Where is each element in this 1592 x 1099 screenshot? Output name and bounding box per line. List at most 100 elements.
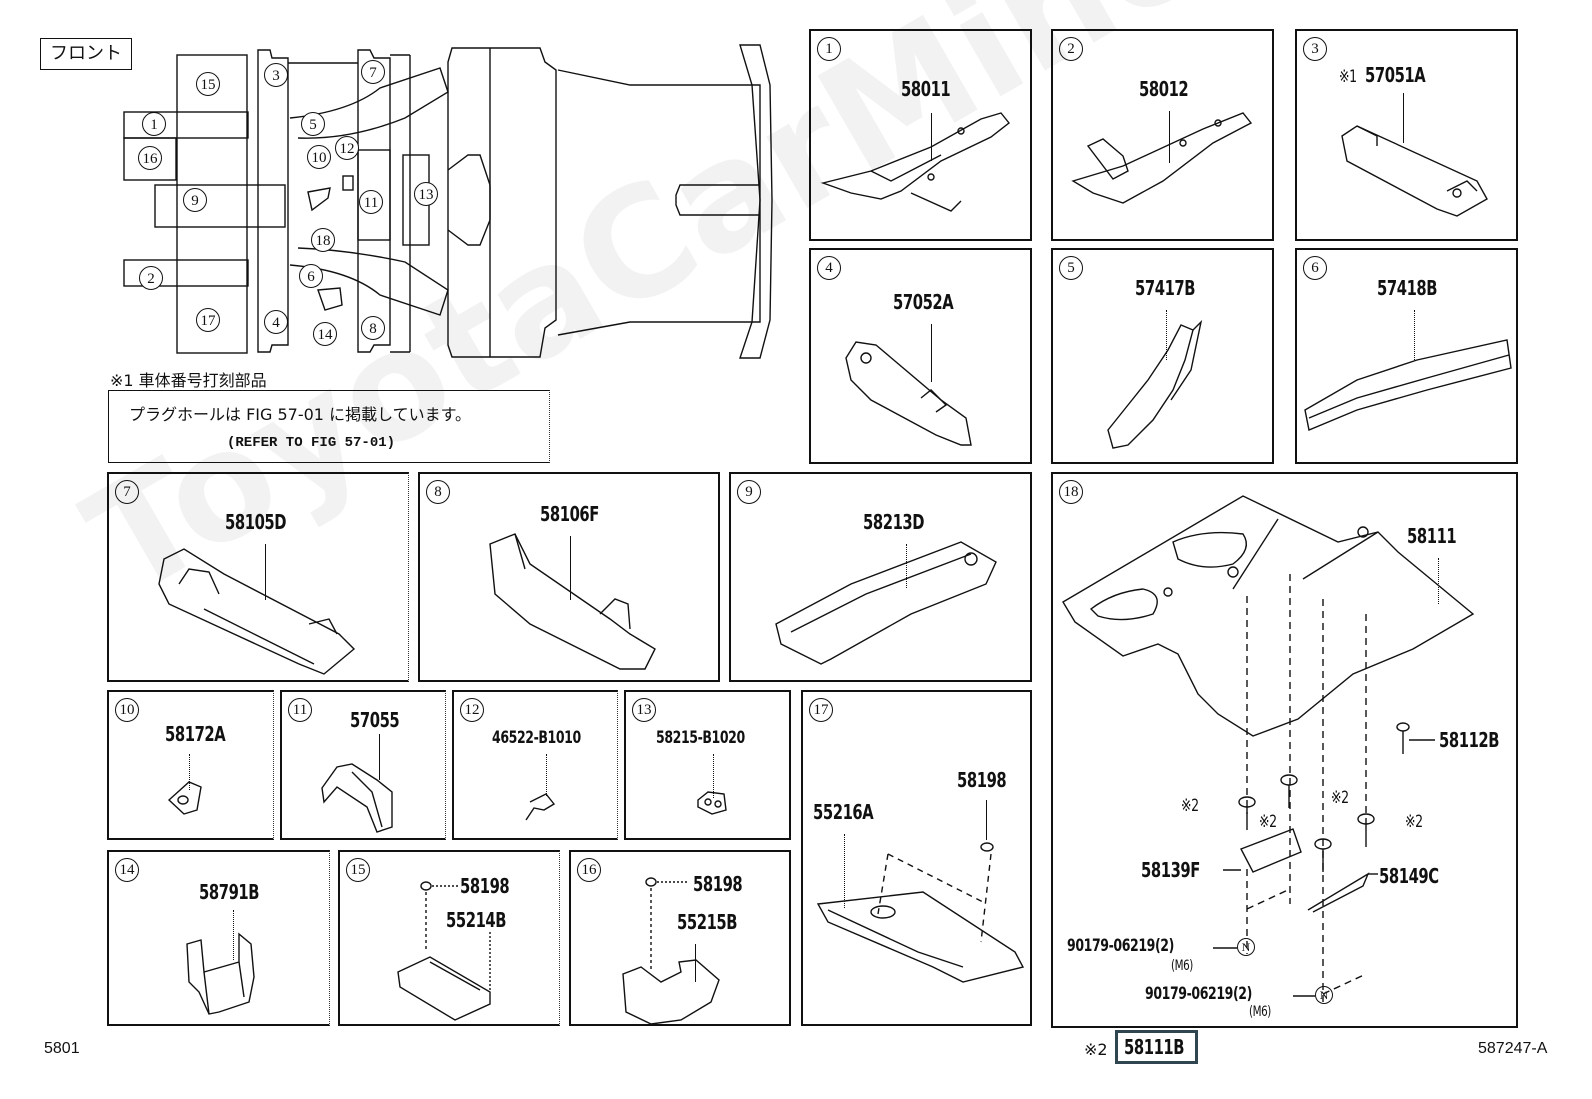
part-number-58791B[interactable]: 58791B <box>199 880 260 904</box>
leader-line <box>570 536 571 600</box>
panel-3[interactable]: 3 ※1 57051A <box>1295 29 1518 241</box>
leader-line <box>906 544 907 588</box>
panel-15[interactable]: 15 58198 55214B <box>338 850 560 1026</box>
panel-18[interactable]: 18 58111 58112B 58139F 58149C 90179-0621… <box>1051 472 1518 1028</box>
panel-ref-number: 2 <box>1059 37 1083 61</box>
part-number-58106F[interactable]: 58106F <box>540 502 599 526</box>
panel-1[interactable]: 1 58011 <box>809 29 1032 241</box>
plug-hole-note: プラグホールは FIG 57-01 に掲載しています。 (REFER TO FI… <box>108 390 550 463</box>
part-number-58172A[interactable]: 58172A <box>165 722 226 746</box>
front-label: フロント <box>40 38 132 70</box>
callout-7: 7 <box>361 60 385 84</box>
size-note-m6-b: (M6) <box>1249 1004 1271 1020</box>
part-number-58198[interactable]: 58198 <box>460 874 510 898</box>
page-code: 5801 <box>44 1040 80 1057</box>
part-number-57417B[interactable]: 57417B <box>1135 276 1196 300</box>
part-number-55215B[interactable]: 55215B <box>677 910 738 934</box>
panel-ref-number: 7 <box>115 480 139 504</box>
panel-ref-number: 3 <box>1303 37 1327 61</box>
leader-line <box>1166 310 1167 360</box>
part-number-57052A[interactable]: 57052A <box>893 290 954 314</box>
part-illustration-57418B <box>1304 339 1512 431</box>
plug-hole-note-jp: プラグホールは FIG 57-01 に掲載しています。 <box>129 405 471 424</box>
leader-line <box>233 910 234 960</box>
panel-ref-number: 6 <box>1303 256 1327 280</box>
part-illustration-57417B <box>1107 319 1203 449</box>
panel-17[interactable]: 17 58198 55216A <box>801 690 1032 1026</box>
callout-14: 14 <box>313 322 337 346</box>
panel-13[interactable]: 13 58215-B1020 <box>624 690 791 840</box>
callout-2: 2 <box>139 266 163 290</box>
part-number-55216A[interactable]: 55216A <box>813 800 874 824</box>
leader-line <box>189 754 190 790</box>
selected-part-highlight[interactable]: 58111B <box>1115 1030 1198 1064</box>
nut-symbol-a: N <box>1237 938 1255 956</box>
panel-ref-number: 4 <box>817 256 841 280</box>
panel-16[interactable]: 16 58198 55215B <box>569 850 791 1026</box>
panel-ref-number: 9 <box>737 480 761 504</box>
panel-6[interactable]: 6 57418B <box>1295 248 1518 464</box>
part-illustration-58111 <box>1062 495 1475 1004</box>
panel-ref-number: 18 <box>1059 480 1083 504</box>
panel-ref-number: 8 <box>426 480 450 504</box>
leader-line <box>695 944 696 982</box>
part-number-58139F[interactable]: 58139F <box>1141 858 1200 882</box>
callout-4: 4 <box>264 310 288 334</box>
panel-2[interactable]: 2 58012 <box>1051 29 1274 241</box>
callout-15: 15 <box>196 72 220 96</box>
part-number-57418B[interactable]: 57418B <box>1377 276 1438 300</box>
part-number-58198[interactable]: 58198 <box>957 768 1007 792</box>
part-illustration-57055 <box>321 763 393 833</box>
panel-10[interactable]: 10 58172A <box>107 690 274 840</box>
part-number-58198[interactable]: 58198 <box>693 872 743 896</box>
leader-line <box>713 754 714 798</box>
part-number-57051A[interactable]: 57051A <box>1365 63 1426 87</box>
leader-line <box>931 324 932 382</box>
part-illustration-55216A <box>816 842 1025 983</box>
part-number-58112B[interactable]: 58112B <box>1439 728 1500 752</box>
part-number-58012[interactable]: 58012 <box>1139 77 1189 101</box>
panel-7[interactable]: 7 58105D <box>107 472 409 682</box>
part-number-58213D[interactable]: 58213D <box>863 510 925 534</box>
bolt-note-1: ※2 <box>1181 796 1199 816</box>
part-illustration-58105D <box>158 548 356 675</box>
leader-line <box>844 834 845 908</box>
panel-ref-number: 12 <box>460 698 484 722</box>
callout-1: 1 <box>142 112 166 136</box>
callout-16: 16 <box>138 146 162 170</box>
plug-hole-note-en: (REFER TO FIG 57-01) <box>227 435 396 451</box>
part-number-55214B[interactable]: 55214B <box>446 908 507 932</box>
part-number-58105D[interactable]: 58105D <box>225 510 287 534</box>
part-number-57055[interactable]: 57055 <box>350 708 400 732</box>
callout-17: 17 <box>196 308 220 332</box>
panel-12[interactable]: 12 46522-B1010 <box>452 690 618 840</box>
part-number-46522-B1010[interactable]: 46522-B1010 <box>492 728 581 748</box>
callout-8: 8 <box>361 316 385 340</box>
panel-14[interactable]: 14 58791B <box>107 850 330 1026</box>
part-number-58011[interactable]: 58011 <box>901 77 951 101</box>
panel-11[interactable]: 11 57055 <box>280 690 446 840</box>
part-illustration-58012 <box>1071 112 1253 204</box>
part-number-58111[interactable]: 58111 <box>1407 524 1457 548</box>
nut-symbol-b: N <box>1315 986 1333 1004</box>
part-number-90179-06219-a[interactable]: 90179-06219(2) <box>1067 936 1174 956</box>
bolt-note-2: ※2 <box>1259 812 1277 832</box>
part-number-58215-B1020[interactable]: 58215-B1020 <box>656 728 745 748</box>
callout-12: 12 <box>335 136 359 160</box>
leader-line <box>379 734 380 780</box>
part-number-58149C[interactable]: 58149C <box>1379 864 1439 888</box>
panel-8[interactable]: 8 58106F <box>418 472 720 682</box>
callout-18: 18 <box>311 228 335 252</box>
callout-11: 11 <box>359 190 383 214</box>
selected-part-number[interactable]: 58111B <box>1124 1035 1185 1059</box>
panel-ref-number: 11 <box>288 698 312 722</box>
panel-ref-number: 17 <box>809 698 833 722</box>
part-number-90179-06219-b[interactable]: 90179-06219(2) <box>1145 984 1252 1004</box>
panel-9[interactable]: 9 58213D <box>729 472 1032 682</box>
part-illustration-55215B <box>622 877 720 1025</box>
leader-line <box>1414 310 1415 360</box>
panel-4[interactable]: 4 57052A <box>809 248 1032 464</box>
panel-5[interactable]: 5 57417B <box>1051 248 1274 464</box>
callout-3: 3 <box>264 63 288 87</box>
part-illustration-58106F <box>489 533 656 670</box>
